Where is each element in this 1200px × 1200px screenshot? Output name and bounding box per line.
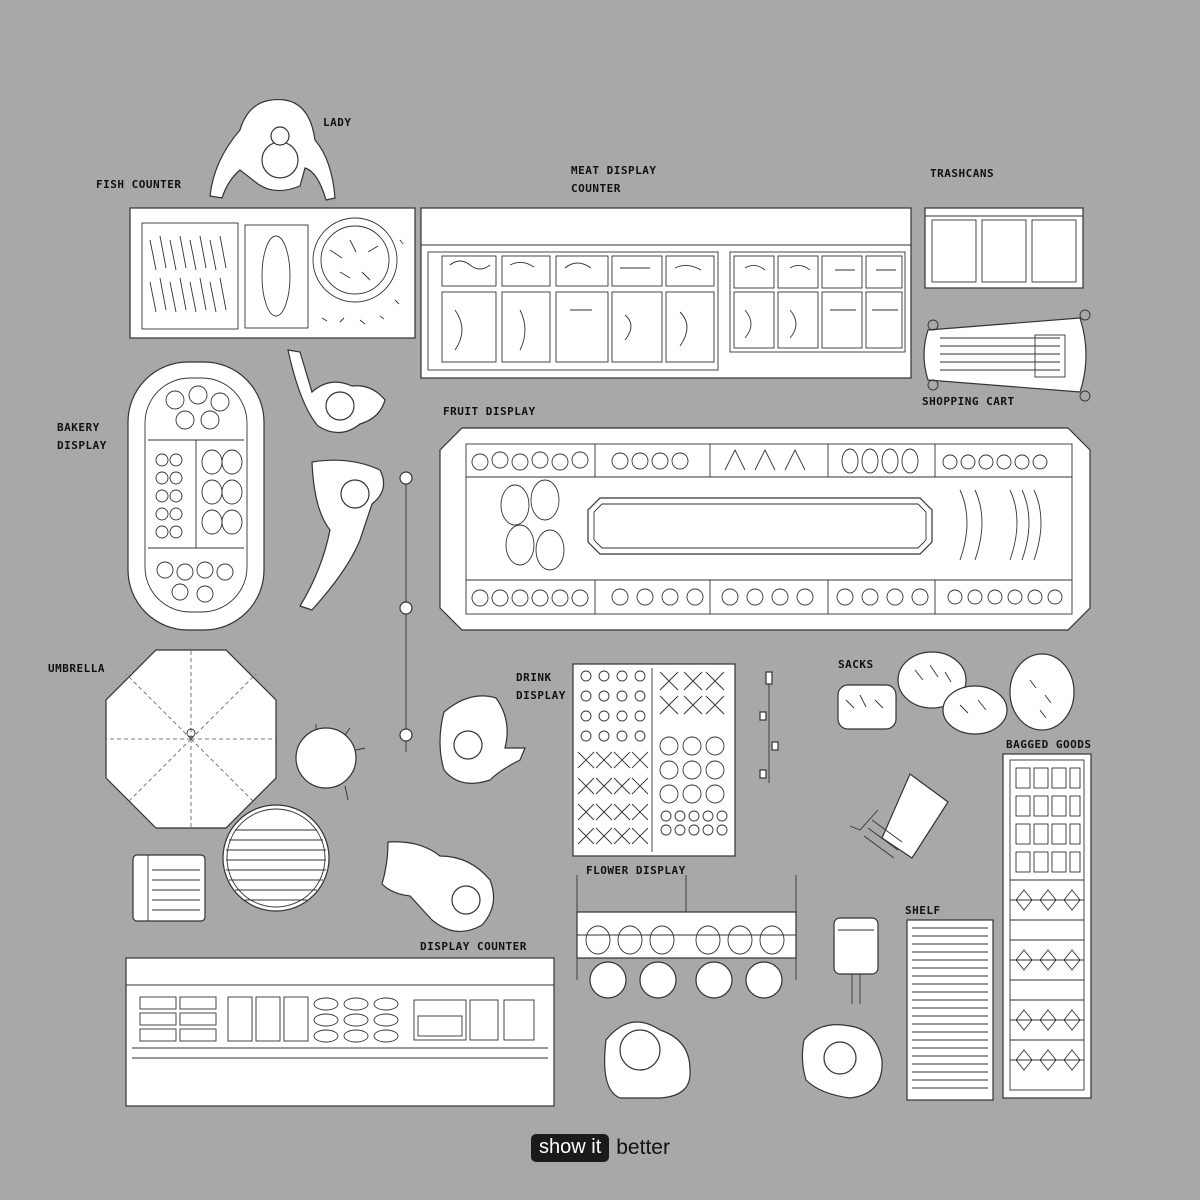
- person-pointing: [287, 349, 386, 434]
- trashcans: [924, 207, 1084, 289]
- side-table: [295, 724, 366, 801]
- sacks: [837, 651, 1075, 735]
- person-crouching: [439, 695, 526, 784]
- shelf: [906, 919, 994, 1101]
- label-flower-display: FLOWER DISPLAY: [586, 864, 686, 877]
- round-table: [222, 804, 330, 912]
- display-counter: [125, 957, 555, 1107]
- person-standing: [604, 1021, 691, 1099]
- label-bakery-line2: DISPLAY: [57, 439, 107, 452]
- label-meat-display-line2: COUNTER: [571, 182, 621, 195]
- fruit-display: [439, 427, 1091, 631]
- label-meat-display-line1: MEAT DISPLAY: [571, 164, 657, 177]
- label-bakery-line1: BAKERY: [57, 421, 100, 434]
- fish-counter-fish-rows: [149, 235, 291, 317]
- drink-display: [572, 663, 736, 857]
- label-sacks: SACKS: [838, 658, 874, 671]
- flower-display: [576, 875, 797, 999]
- person-carrying: [801, 1024, 883, 1099]
- label-bagged-goods: BAGGED GOODS: [1006, 738, 1092, 751]
- label-shelf: SHELF: [905, 904, 941, 917]
- label-drink-line1: DRINK: [516, 671, 552, 684]
- meat-display-counter: [420, 207, 912, 379]
- wall-rail: [759, 671, 779, 783]
- brand-logo-box: show it: [531, 1134, 610, 1162]
- label-fish-counter: FISH COUNTER: [96, 178, 182, 191]
- brand-logo-word: better: [616, 1136, 670, 1159]
- brand-logo: show it better: [531, 1133, 670, 1163]
- person-walking: [299, 459, 385, 611]
- hand-truck: [849, 773, 949, 859]
- person-lady: [209, 98, 336, 201]
- shopping-basket: [833, 917, 879, 1004]
- label-drink-line2: DISPLAY: [516, 689, 566, 702]
- fish-counter: [129, 207, 416, 339]
- label-trashcans: TRASHCANS: [930, 167, 995, 180]
- label-shopping-cart: SHOPPING CART: [922, 395, 1015, 408]
- label-display-counter: DISPLAY COUNTER: [420, 940, 527, 953]
- label-lady: LADY: [323, 116, 352, 129]
- label-umbrella: UMBRELLA: [48, 662, 105, 675]
- bagged-goods-shelf: [1002, 753, 1092, 1099]
- umbrella: [105, 649, 277, 829]
- shopping-cart: [923, 309, 1091, 402]
- person-seated: [381, 841, 495, 932]
- chair: [132, 854, 206, 922]
- bakery-display: [127, 361, 265, 631]
- label-fruit-display: FRUIT DISPLAY: [443, 405, 536, 418]
- rope-stanchion: [399, 471, 413, 752]
